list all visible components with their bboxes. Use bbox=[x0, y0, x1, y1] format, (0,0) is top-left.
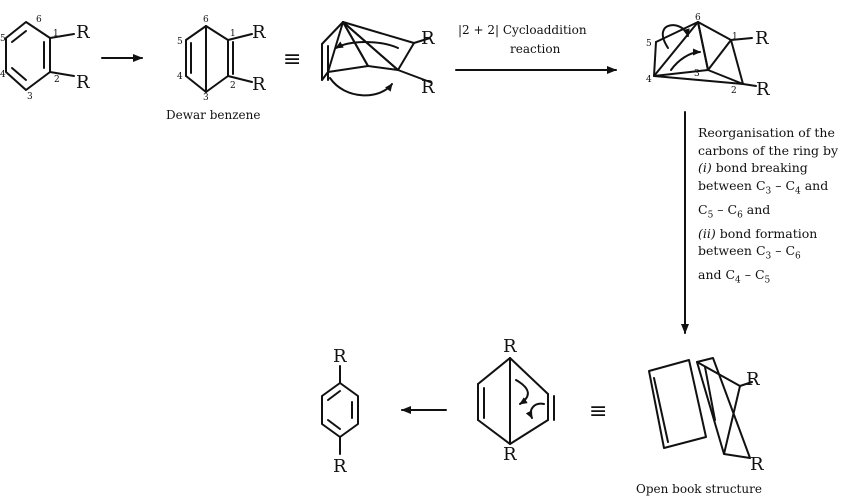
svg-text:1: 1 bbox=[732, 32, 738, 42]
svg-text:3: 3 bbox=[694, 69, 700, 79]
svg-text:R: R bbox=[503, 444, 517, 465]
svg-text:R: R bbox=[421, 77, 435, 98]
equiv-symbol-2: ≡ bbox=[589, 399, 607, 424]
cycloaddition-label-2: reaction bbox=[510, 42, 561, 56]
svg-text:4: 4 bbox=[646, 75, 652, 85]
dewar-benzene-structure bbox=[185, 25, 253, 93]
reorganisation-line: (ii) bond formation bbox=[698, 225, 818, 241]
svg-text:6: 6 bbox=[203, 15, 209, 25]
svg-text:R: R bbox=[76, 22, 90, 43]
prismane-labels: 6 1 2 3 4 5 R R bbox=[646, 13, 770, 100]
reorganisation-line: between C3 – C6 bbox=[698, 243, 801, 262]
para-benzene-structure bbox=[321, 365, 359, 455]
svg-text:1: 1 bbox=[230, 29, 236, 39]
svg-text:R: R bbox=[755, 28, 769, 49]
svg-text:R: R bbox=[333, 456, 347, 477]
open-book-caption: Open book structure bbox=[636, 482, 762, 496]
svg-text:3: 3 bbox=[203, 93, 209, 103]
svg-text:R: R bbox=[746, 369, 760, 390]
reorganisation-note: Reorganisation of the carbons of the ring… bbox=[698, 124, 854, 290]
prismane-structure bbox=[653, 21, 757, 87]
cycloaddition-label-1: |2 + 2| Cycloaddition bbox=[458, 23, 587, 37]
svg-text:5: 5 bbox=[177, 37, 183, 47]
svg-text:R: R bbox=[756, 79, 770, 100]
svg-text:R: R bbox=[76, 72, 90, 93]
svg-text:5: 5 bbox=[646, 39, 652, 49]
open-book-structure bbox=[648, 357, 753, 459]
svg-text:2: 2 bbox=[54, 75, 60, 85]
svg-text:4: 4 bbox=[177, 72, 183, 82]
perspective-dewar-structure bbox=[321, 21, 431, 97]
svg-text:R: R bbox=[252, 22, 266, 43]
dewar-labels: 6 1 2 3 4 5 R R Dewar benzene bbox=[166, 15, 266, 122]
benzene-structure bbox=[5, 21, 75, 91]
svg-text:R: R bbox=[421, 28, 435, 49]
reorganisation-line: Reorganisation of the bbox=[698, 125, 835, 140]
svg-text:R: R bbox=[252, 74, 266, 95]
svg-text:R: R bbox=[333, 346, 347, 367]
reorganisation-line: and C4 – C5 bbox=[698, 267, 771, 286]
dewar-caption: Dewar benzene bbox=[166, 108, 260, 122]
svg-text:6: 6 bbox=[695, 13, 701, 23]
reorganisation-line: carbons of the ring by bbox=[698, 142, 839, 158]
inverted-dewar-structure bbox=[477, 357, 555, 445]
reorganisation-line: (i) bond breaking bbox=[698, 160, 808, 175]
svg-text:R: R bbox=[750, 454, 764, 475]
reorganisation-line: C5 – C6 and bbox=[698, 201, 771, 221]
svg-text:3: 3 bbox=[27, 92, 33, 102]
svg-text:2: 2 bbox=[731, 86, 737, 96]
svg-text:5: 5 bbox=[0, 34, 6, 44]
svg-text:6: 6 bbox=[36, 15, 42, 25]
svg-text:R: R bbox=[503, 336, 517, 357]
reorganisation-line: between C3 – C4 and bbox=[698, 177, 829, 197]
benzene-labels: 6 1 2 3 4 5 R R bbox=[0, 15, 90, 102]
svg-text:4: 4 bbox=[0, 70, 6, 80]
equiv-symbol-1: ≡ bbox=[283, 47, 301, 72]
svg-text:1: 1 bbox=[53, 29, 59, 39]
svg-text:2: 2 bbox=[230, 81, 236, 91]
